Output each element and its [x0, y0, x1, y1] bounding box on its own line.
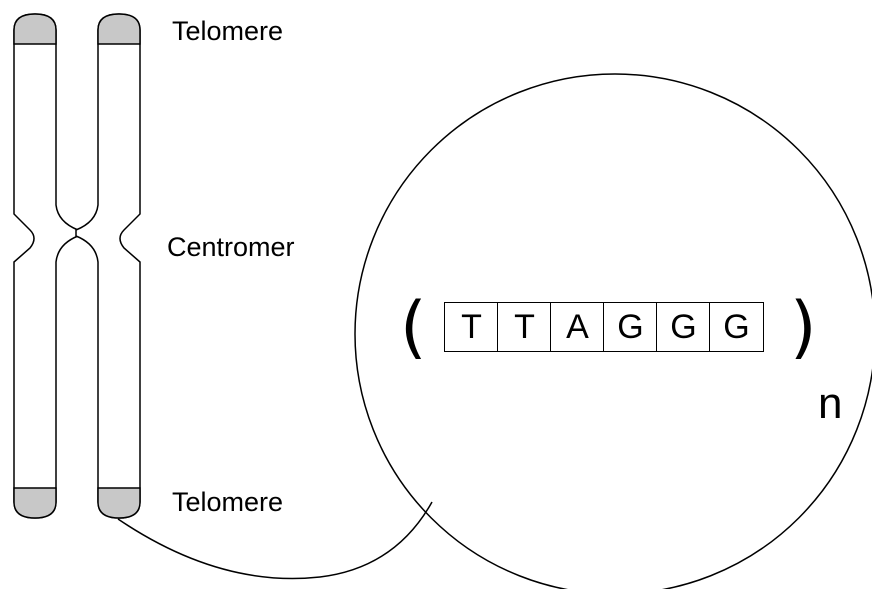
- centromere-label: Centromer: [167, 232, 295, 262]
- telomere-top-label: Telomere: [172, 16, 284, 46]
- telomere-cap-top-left: [13, 13, 57, 45]
- telomere-cap-bottom-right: [97, 487, 141, 519]
- open-parenthesis: (: [400, 288, 427, 367]
- repeat-subscript-n: n: [818, 379, 843, 428]
- telomere-cap-bottom-left: [13, 487, 57, 519]
- sequence-base: A: [550, 302, 605, 352]
- magnification-circle: [354, 73, 872, 589]
- telomere-bottom-label: Telomere: [172, 487, 284, 517]
- right-chromatid: [75, 13, 141, 519]
- telomere-cap-top-right: [97, 13, 141, 45]
- sequence-base: G: [709, 302, 764, 352]
- sequence-base: T: [497, 302, 552, 352]
- sequence-base: T: [444, 302, 499, 352]
- connector-line: [117, 501, 433, 580]
- sequence-base: G: [656, 302, 711, 352]
- sequence-base: G: [603, 302, 658, 352]
- close-parenthesis: ): [790, 288, 817, 367]
- left-chromatid: [13, 13, 79, 519]
